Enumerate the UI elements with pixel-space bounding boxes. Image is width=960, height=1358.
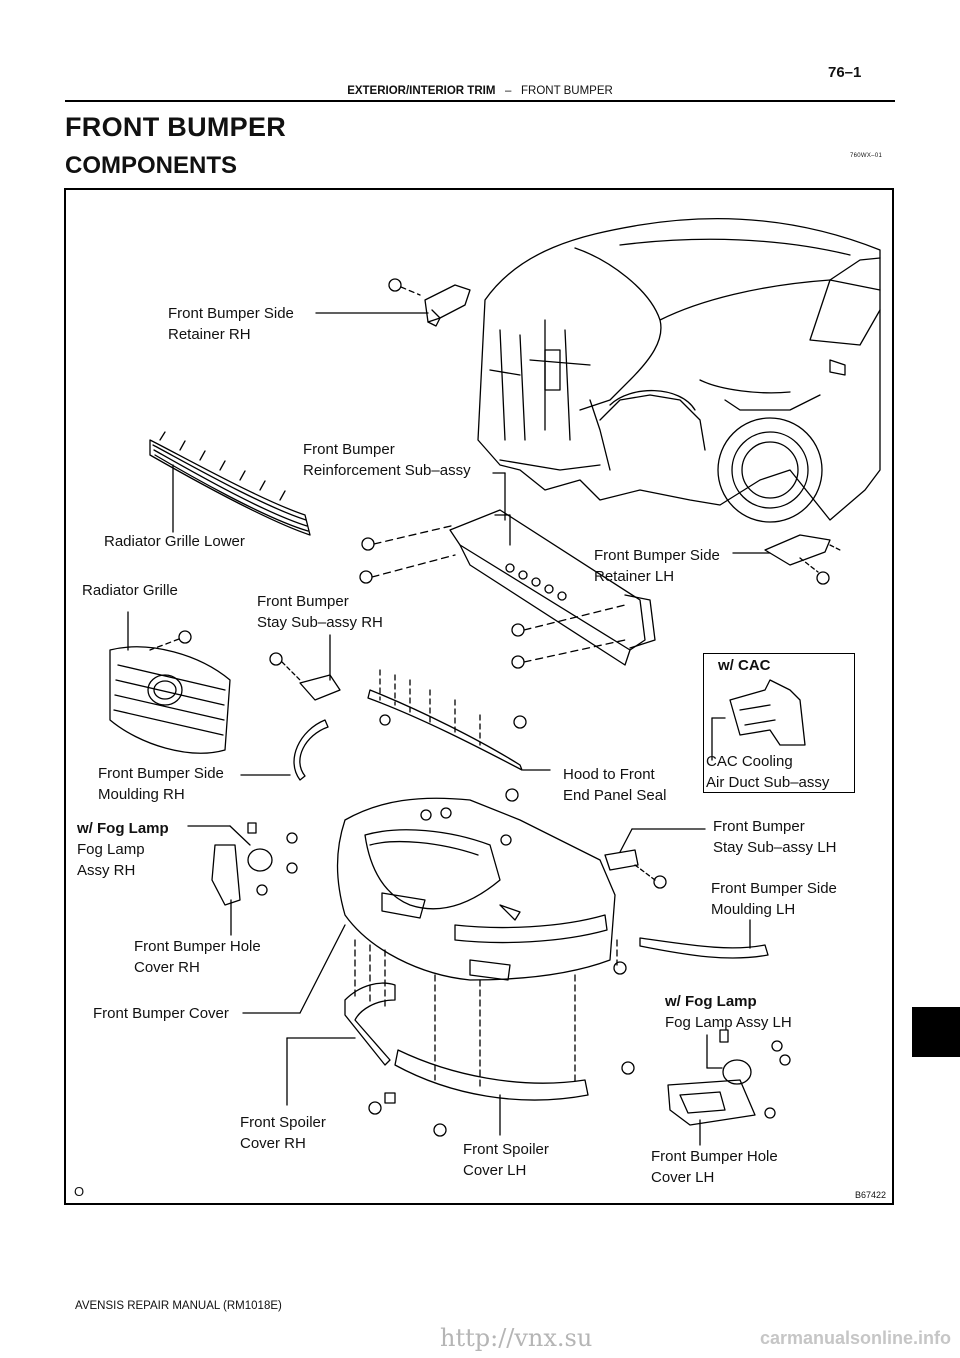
side-retainer-lh-part [732, 534, 841, 585]
section-tab-marker [912, 1007, 960, 1057]
label-fog-lamp-rh: w/ Fog Lamp Fog Lamp Assy RH [77, 820, 169, 879]
header-section: EXTERIOR/INTERIOR TRIM [347, 85, 496, 97]
cac-inset-box [703, 653, 855, 793]
moulding-lh-part [639, 919, 769, 959]
hood-seal-part [367, 669, 551, 802]
label-moulding-rh: Front Bumper Side Moulding RH [98, 765, 224, 803]
page-number: 76–1 [828, 64, 862, 81]
reinforcement-part [359, 472, 656, 669]
cac-duct-part [711, 679, 806, 761]
label-bumper-cover: Front Bumper Cover [93, 1005, 229, 1022]
label-spoiler-lh: Front Spoiler Cover LH [463, 1141, 549, 1179]
figure-id: B67422 [855, 1190, 887, 1200]
label-cac-header: w/ CAC [718, 657, 771, 674]
header-rule [65, 100, 895, 102]
stay-rh-part [269, 634, 341, 701]
document-code: 760WX–01 [850, 153, 883, 159]
running-header: EXTERIOR/INTERIOR TRIM – FRONT BUMPER [0, 85, 960, 97]
section-subtitle: COMPONENTS [65, 152, 238, 179]
page-title: FRONT BUMPER [65, 112, 287, 142]
label-hole-cover-lh: Front Bumper Hole Cover LH [651, 1148, 778, 1186]
label-stay-lh: Front Bumper Stay Sub–assy LH [713, 818, 837, 856]
illustration-frame [64, 188, 894, 1205]
header-separator: – [505, 85, 512, 97]
stay-lh-part [604, 828, 706, 889]
fog-lamp-lh-part [667, 1029, 791, 1146]
label-side-retainer-lh: Front Bumper Side Retainer LH [594, 547, 720, 585]
bumper-cover-part [242, 797, 616, 1014]
label-fog-lamp-lh: w/ Fog Lamp Fog Lamp Assy LH [665, 993, 792, 1031]
corner-mark: O [74, 1184, 85, 1199]
label-radiator-grille: Radiator Grille [82, 582, 178, 599]
side-retainer-rh-part [315, 278, 471, 327]
header-topic: FRONT BUMPER [521, 85, 613, 97]
moulding-rh-part [240, 719, 329, 781]
spoiler-covers-part [286, 939, 635, 1137]
radiator-grille-part [109, 611, 231, 754]
label-side-retainer-rh: Front Bumper Side Retainer RH [168, 305, 294, 343]
label-grille-lower: Radiator Grille Lower [104, 533, 245, 550]
vehicle-body-outline [477, 217, 881, 523]
label-cac-duct: CAC Cooling Air Duct Sub–assy [706, 753, 830, 791]
label-stay-rh: Front Bumper Stay Sub–assy RH [257, 593, 383, 631]
footer-manual-name: AVENSIS REPAIR MANUAL (RM1018E) [75, 1300, 282, 1312]
label-moulding-lh: Front Bumper Side Moulding LH [711, 880, 837, 918]
label-reinforcement: Front Bumper Reinforcement Sub–assy [303, 441, 471, 479]
grille-lower-part [149, 431, 311, 536]
label-spoiler-rh: Front Spoiler Cover RH [240, 1114, 326, 1152]
label-hood-seal: Hood to Front End Panel Seal [563, 766, 667, 804]
fog-lamp-rh-part [187, 822, 298, 936]
watermark-site: carmanualsonline.info [760, 1328, 952, 1348]
label-hole-cover-rh: Front Bumper Hole Cover RH [134, 938, 261, 976]
watermark-link[interactable]: http://vnx.su [440, 1324, 593, 1352]
